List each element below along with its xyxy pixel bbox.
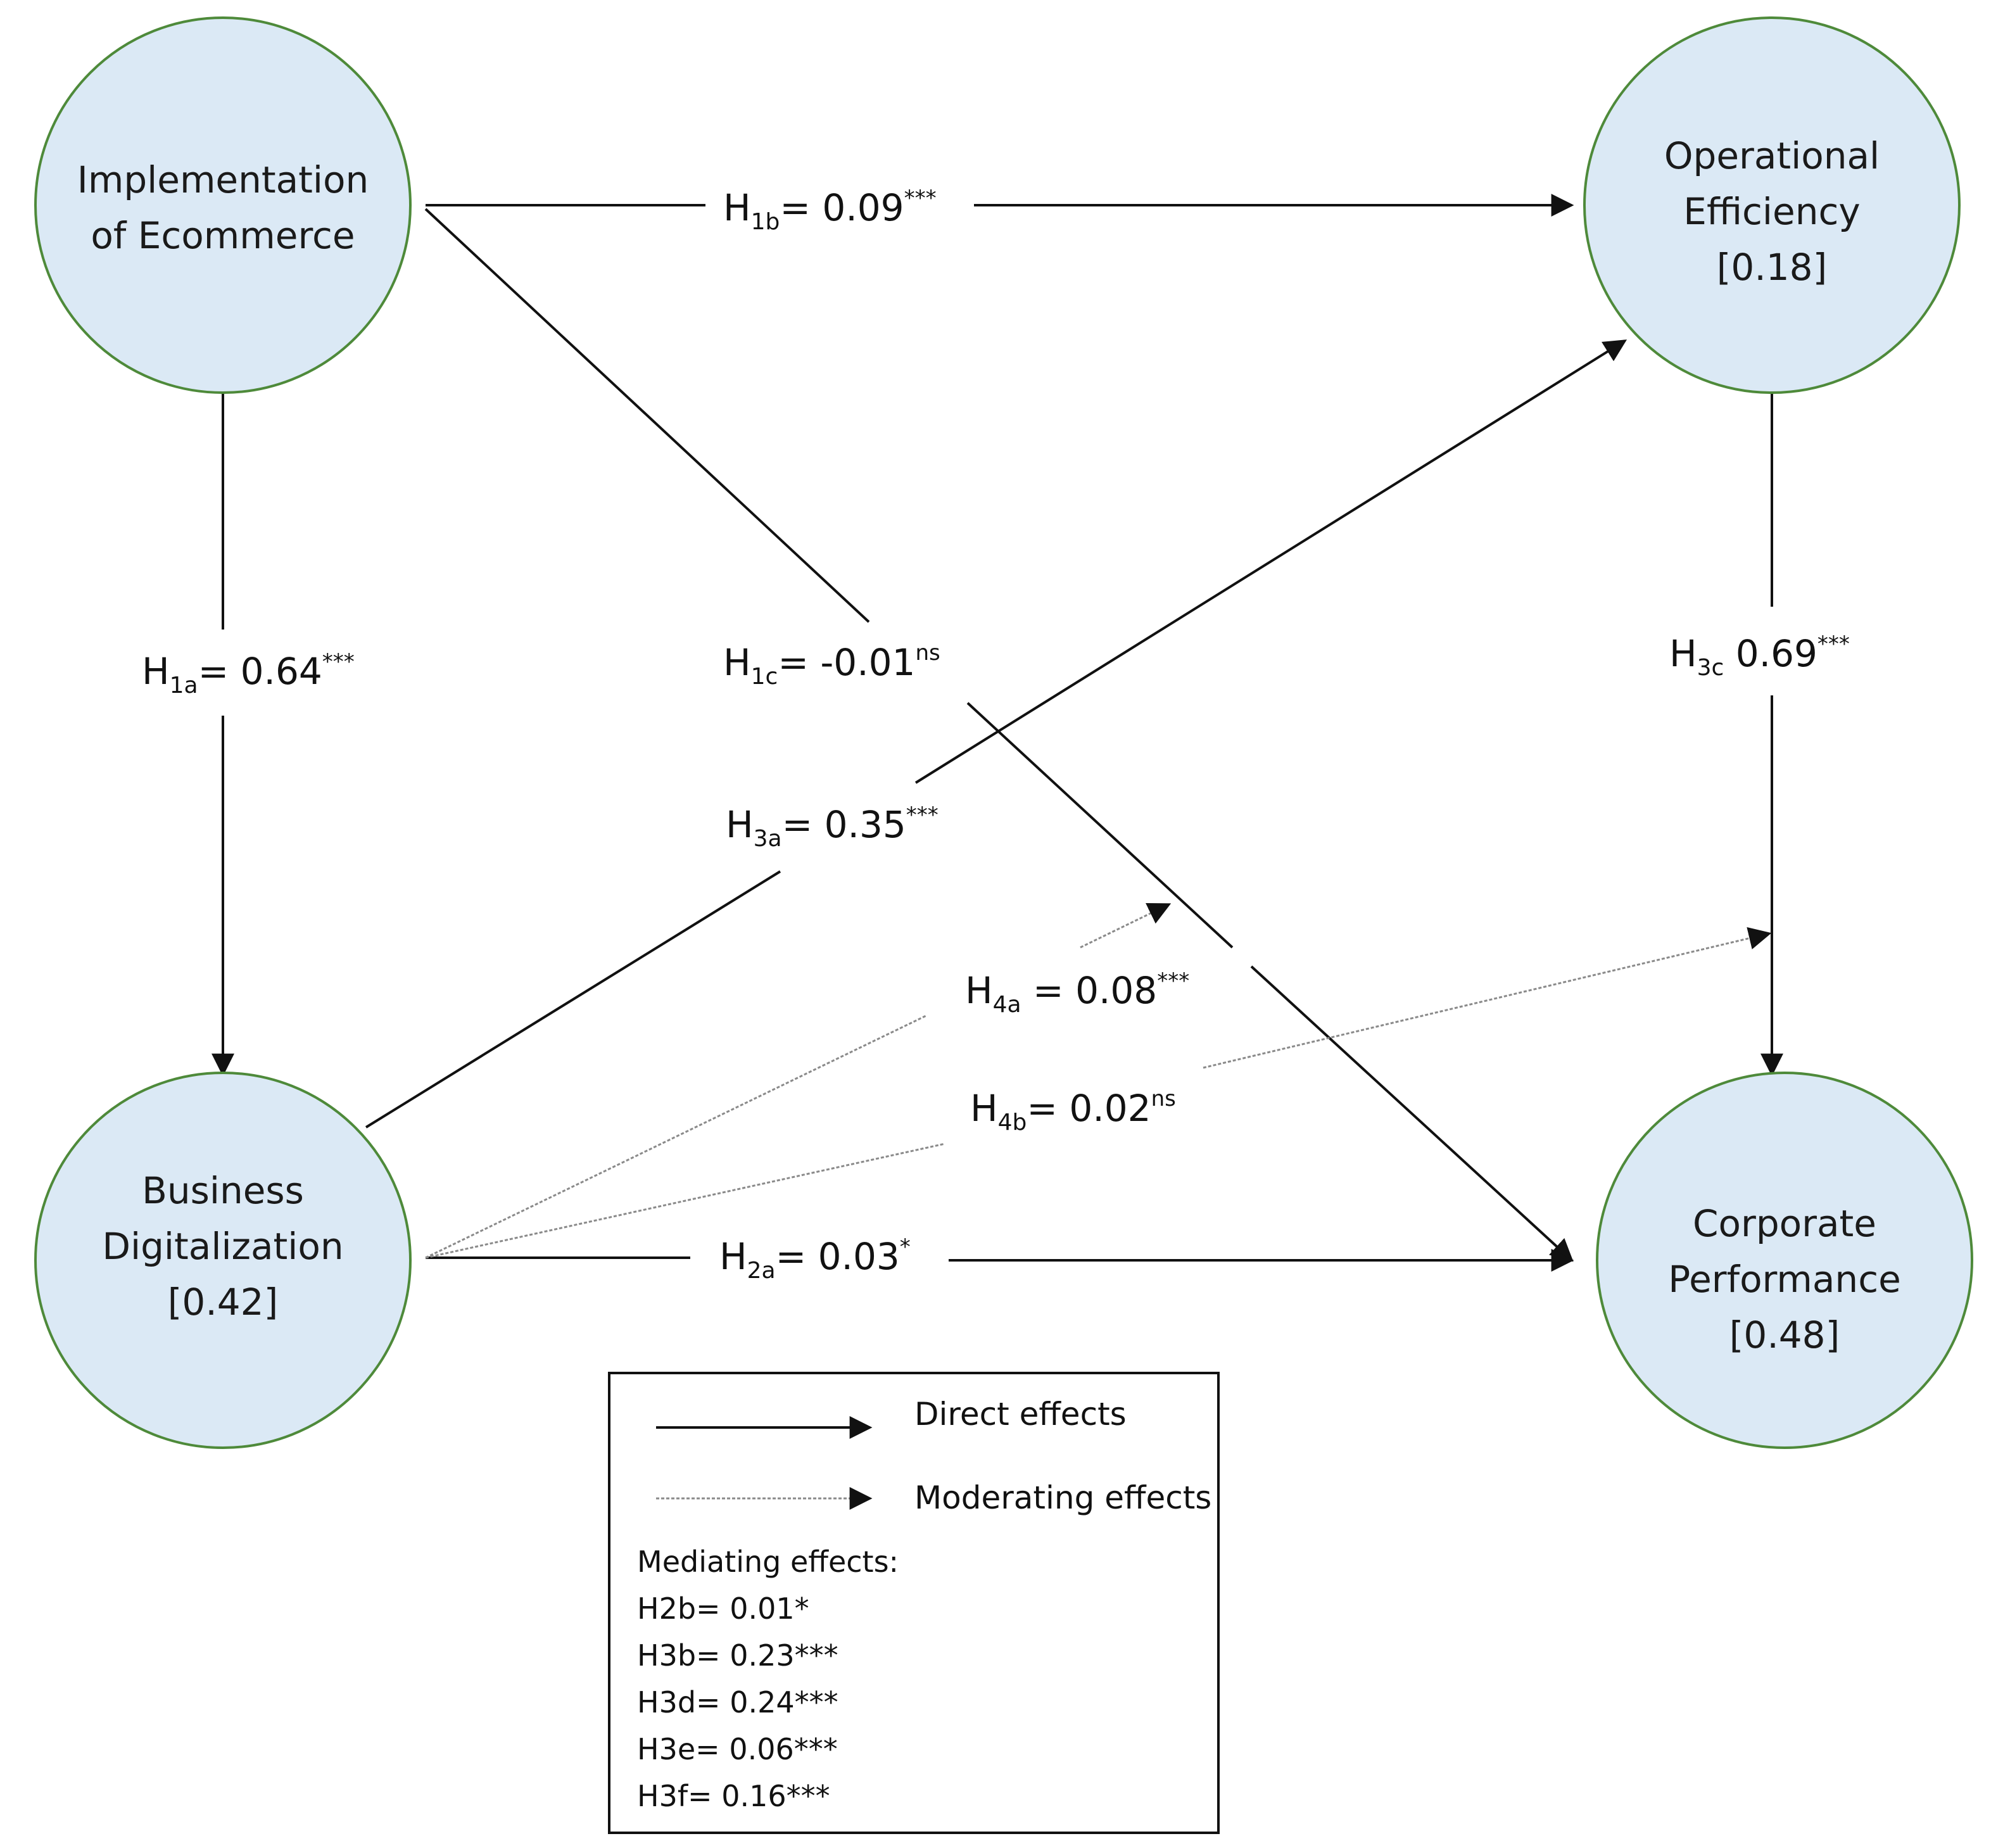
legend-mediating-item: H2b= 0.01*	[637, 1592, 809, 1626]
legend-mediating-title: Mediating effects:	[637, 1545, 899, 1579]
node-operational-efficiency: Operational Efficiency [0.18]	[1583, 16, 1961, 394]
node-business-digitalization: Business Digitalization [0.42]	[34, 1072, 412, 1449]
node-label-line: of Ecommerce	[91, 214, 355, 257]
legend-direct-label: Direct effects	[914, 1396, 1127, 1433]
legend-mediating-item: H3d= 0.24***	[637, 1685, 838, 1719]
edge-h4b	[425, 927, 1772, 1259]
edge-label-h4b: H4b= 0.02ns	[970, 1086, 1176, 1136]
edge-label-h4a: H4a = 0.08***	[965, 968, 1189, 1018]
edge-h3a	[365, 339, 1628, 1129]
node-label-line: Business	[142, 1169, 304, 1212]
node-label-line: Implementation	[77, 158, 369, 201]
legend: Direct effects Moderating effects Mediat…	[608, 1372, 1220, 1834]
edge-h1c	[424, 208, 1574, 1262]
node-r-squared: [0.48]	[1729, 1313, 1840, 1357]
legend-mediating-item: H3b= 0.23***	[637, 1638, 838, 1673]
edge-label-h3a: H3a= 0.35***	[726, 802, 939, 852]
edge-label-h1a: H1a= 0.64***	[142, 649, 355, 699]
legend-mediating-item: H3e= 0.06***	[637, 1732, 838, 1766]
node-r-squared: [0.42]	[168, 1281, 278, 1324]
node-implementation-of-ecommerce: Implementation of Ecommerce	[34, 16, 412, 394]
node-r-squared: [0.18]	[1717, 246, 1827, 289]
node-label-line: Digitalization	[102, 1225, 343, 1268]
edge-label-h2a: H2a= 0.03*	[719, 1234, 911, 1284]
node-label-line: Performance	[1668, 1258, 1901, 1301]
edge-label-h3c: H3c 0.69***	[1669, 631, 1850, 681]
legend-moderating-label: Moderating effects	[914, 1479, 1211, 1516]
legend-mediating-item: H3f= 0.16***	[637, 1779, 830, 1813]
edge-label-h1c: H1c= -0.01ns	[723, 640, 940, 690]
node-corporate-performance: Corporate Performance [0.48]	[1596, 1072, 1973, 1449]
node-label-line: Operational	[1664, 134, 1880, 177]
edge-h2a	[426, 1249, 1574, 1272]
edge-label-h1b: H1b= 0.09***	[723, 186, 937, 235]
node-label-line: Corporate	[1693, 1202, 1876, 1245]
node-label-line: Efficiency	[1683, 190, 1860, 233]
edge-h4a	[425, 902, 1172, 1259]
